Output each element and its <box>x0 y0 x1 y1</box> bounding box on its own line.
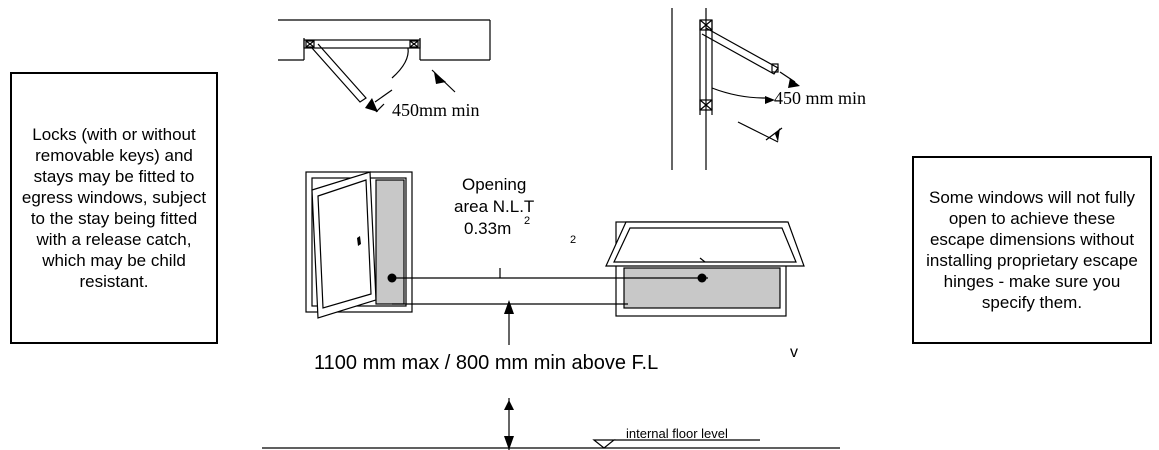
note-right-text: Some windows will not fully open to achi… <box>926 188 1138 312</box>
opening-label-superscript: 2 <box>524 215 531 227</box>
dimension-label-right: 450 mm min <box>774 88 867 108</box>
floor-level-marker <box>592 439 616 449</box>
top-hung-window <box>605 221 805 317</box>
note-left-text: Locks (with or without removable keys) a… <box>21 125 207 291</box>
open-sash-section <box>701 27 779 75</box>
open-sash-plan-left <box>311 43 367 103</box>
opening-area-left <box>375 179 405 305</box>
stray-v-label: v <box>790 344 798 361</box>
stray-superscript: 2 <box>570 234 577 246</box>
centre-dot-left <box>387 273 397 283</box>
opening-label-line2: area N.L.T <box>454 197 535 216</box>
floor-level-label: internal floor level <box>626 426 728 441</box>
note-escape-hinges: Some windows will not fully open to achi… <box>912 156 1152 344</box>
section-view-top-hung <box>671 8 796 170</box>
height-rule-label: 1100 mm max / 800 mm min above F.L <box>314 352 659 374</box>
opening-label-line3: 0.33m <box>464 219 512 238</box>
opening-label-line1: Opening <box>462 175 527 194</box>
note-locks-and-stays: Locks (with or without removable keys) a… <box>10 72 218 344</box>
dimension-label-left: 450mm min <box>392 100 480 120</box>
centre-dot-right <box>697 273 707 283</box>
plan-view-side-hung <box>278 19 491 113</box>
